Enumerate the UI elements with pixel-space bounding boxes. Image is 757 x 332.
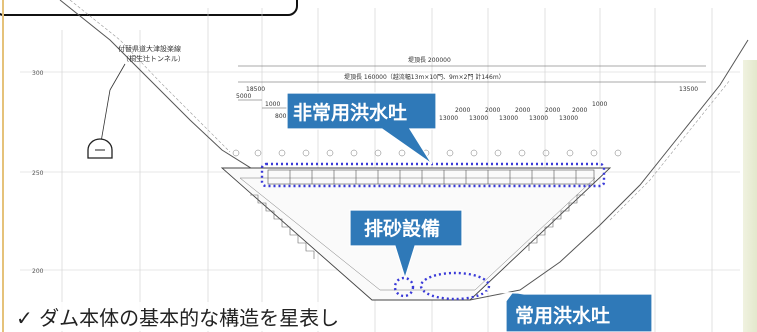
normal-spillway-highlight	[419, 271, 491, 301]
dam-inner-outline	[239, 177, 596, 291]
tunnel-leader-line	[109, 63, 126, 91]
left-gallery-stairs	[250, 194, 315, 259]
dim-1000-label: 1000	[265, 101, 280, 108]
dimension-lines	[238, 65, 706, 109]
dim-13000-label: 13000	[559, 115, 578, 122]
normal-spillway-callout	[479, 291, 653, 332]
emergency-spillway-callout	[286, 92, 437, 165]
right-gallery-stairs	[528, 194, 585, 251]
spillway-piers	[267, 169, 595, 185]
pier-number-markers	[232, 149, 622, 157]
crest-length-label: 堤頂長 200000	[408, 56, 451, 64]
dim-1000-label: 1000	[592, 101, 607, 108]
dim-2000-label: 2000	[485, 107, 500, 114]
elevation-label-200: 200	[32, 268, 44, 275]
dim-left-label: 18500	[246, 86, 265, 93]
dim-2000-label: 2000	[572, 107, 587, 114]
right-excavation-line	[609, 79, 731, 221]
spillway-span-label: 堤頂長 160000（越流幅13m×10門、9m×2門 計146m）	[344, 73, 505, 81]
dim-13000-label: 13000	[469, 115, 488, 122]
dim-13000-label: 13000	[529, 115, 548, 122]
slide-bullet-text: ✓ ダム本体の基本的な構造を星表し	[14, 302, 342, 331]
dim-2000-label: 2000	[545, 107, 560, 114]
dim-13000-label: 13000	[499, 115, 518, 122]
dim-13000-label: 13000	[439, 115, 458, 122]
dim-right-label: 13500	[679, 86, 698, 93]
sediment-facility-callout	[349, 209, 463, 281]
dim-2000-label: 2000	[515, 107, 530, 114]
elevation-label-300: 300	[32, 70, 44, 77]
decorative-side-strip	[743, 60, 757, 332]
emergency-spillway-callout-label: 非常用洪水吐	[293, 101, 407, 124]
elevation-label-250: 250	[32, 170, 44, 177]
tunnel-label-line1: 付替県道大津設楽線	[118, 44, 181, 53]
emergency-spillway-highlight	[260, 162, 606, 188]
sediment-facility-callout-label: 排砂設備	[364, 217, 440, 240]
sediment-facility-highlight	[393, 276, 415, 298]
tunnel-label-line2: （桐生辻トンネル）	[122, 54, 185, 63]
dim-800-label: 800	[275, 113, 287, 120]
dim-2000-label: 2000	[455, 107, 470, 114]
normal-spillway-callout-label: 常用洪水吐	[515, 304, 610, 327]
dim-5000-label: 5000	[236, 93, 251, 100]
left-excavation-line	[69, 0, 231, 153]
tunnel-section-icon	[87, 138, 113, 159]
tunnel-leader-line-2	[100, 89, 111, 143]
